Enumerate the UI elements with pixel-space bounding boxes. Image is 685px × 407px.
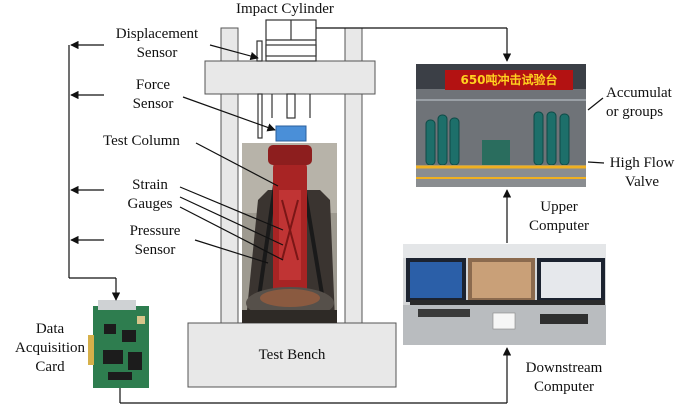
connection-lines — [68, 27, 605, 404]
high-flow-valve-line-2: Valve — [624, 174, 660, 190]
downstream-computer-line-2: Computer — [534, 379, 594, 395]
downstream-computer-label: Downstream Computer — [512, 359, 616, 397]
force-sensor-line-1: Force — [135, 77, 171, 93]
data-acquisition-line-3: Card — [35, 359, 65, 375]
accumulator-photo — [416, 64, 586, 187]
computer-photo — [403, 244, 606, 345]
upper-computer-line-1: Upper — [540, 199, 578, 215]
high-flow-valve-label: High Flow Valve — [605, 154, 679, 192]
strain-gauges-label: Strain Gauges — [117, 176, 183, 214]
data-acquisition-line-1: Data — [35, 321, 65, 337]
data-acquisition-line-2: Acquisition — [15, 340, 85, 356]
pressure-sensor-line-1: Pressure — [129, 223, 181, 239]
impact-cylinder — [265, 19, 317, 119]
accumulator-groups-label: Accumulat or groups — [606, 84, 672, 122]
upper-computer-label: Upper Computer — [515, 198, 603, 236]
data-acquisition-card-label: Data Acquisition Card — [14, 320, 86, 377]
force-sensor-label: Force Sensor — [122, 76, 184, 114]
accumulator-groups-line-1: Accumulat — [606, 85, 672, 101]
test-column-label: Test Column — [103, 133, 180, 149]
displacement-sensor-line-2: Sensor — [136, 45, 178, 61]
test-column-photo — [242, 143, 337, 323]
displacement-sensor-line-1: Displacement — [115, 26, 199, 42]
strain-gauges-line-2: Gauges — [127, 196, 173, 212]
test-bench-block — [187, 322, 397, 388]
test-bench-label: Test Bench — [258, 347, 326, 363]
upper-computer-line-2: Computer — [529, 218, 589, 234]
force-sensor-block — [275, 125, 307, 142]
force-sensor-line-2: Sensor — [132, 96, 174, 112]
data-acquisition-card — [88, 300, 149, 388]
test-rig-frame — [187, 27, 397, 388]
pressure-sensor-line-2: Sensor — [134, 242, 176, 258]
banner-text: 650吨冲击试验台 — [460, 72, 557, 87]
accumulator-groups-line-2: or groups — [606, 104, 664, 120]
displacement-sensor-rod — [256, 40, 263, 139]
downstream-computer-line-1: Downstream — [525, 360, 603, 376]
high-flow-valve-line-1: High Flow — [609, 155, 675, 171]
impact-cylinder-label: Impact Cylinder — [236, 1, 334, 17]
displacement-sensor-label: Displacement Sensor — [104, 25, 210, 63]
pressure-sensor-label: Pressure Sensor — [115, 222, 195, 260]
strain-gauges-line-1: Strain — [132, 177, 168, 193]
crossbeam — [204, 60, 376, 95]
